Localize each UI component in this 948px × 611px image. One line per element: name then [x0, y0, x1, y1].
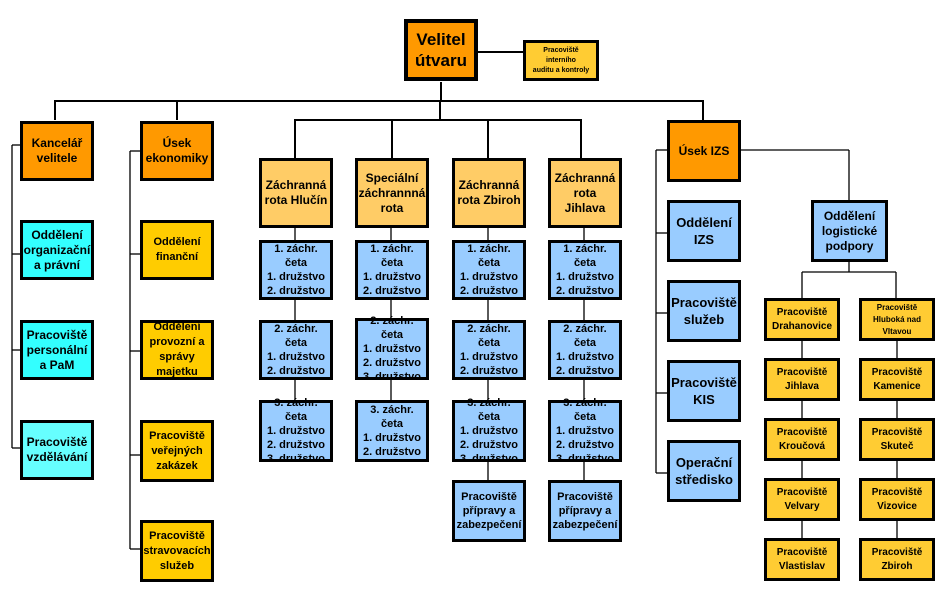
node-zbiroh-ceta-2: 2. záchr. četa 1. družstvo 2. družstvo	[452, 320, 526, 380]
node-pracoviste-kamenice: Pracoviště Kamenice	[859, 358, 935, 401]
node-pracoviste-drahanovice: Pracoviště Drahanovice	[764, 298, 840, 341]
node-oddeleni-provozni: Oddělení provozní a správy majetku	[140, 320, 214, 380]
node-rota-jihlava: Záchranná rota Jihlava	[548, 158, 622, 228]
node-jihlava-ceta-2: 2. záchr. četa 1. družstvo 2. družstvo	[548, 320, 622, 380]
node-pracoviste-vlastislav: Pracoviště Vlastislav	[764, 538, 840, 581]
node-jihlava-ceta-1: 1. záchr. četa 1. družstvo 2. družstvo	[548, 240, 622, 300]
node-usek-ekonomiky: Úsek ekonomiky	[140, 121, 214, 181]
node-pracoviste-kis: Pracoviště KIS	[667, 360, 741, 422]
node-oddeleni-financni: Oddělení finanční	[140, 220, 214, 280]
node-zbiroh-pracoviste-pripravy: Pracoviště přípravy a zabezpečení	[452, 480, 526, 542]
node-pracoviste-skutec: Pracoviště Skuteč	[859, 418, 935, 461]
node-pracoviste-vizovice: Pracoviště Vizovice	[859, 478, 935, 521]
node-pracoviste-vzdelavani: Pracoviště vzdělávání	[20, 420, 94, 480]
node-jihlava-ceta-3: 3. záchr. četa 1. družstvo 2. družstvo 3…	[548, 397, 622, 465]
node-pracoviste-hluboka: Pracoviště Hluboká nad Vltavou	[859, 298, 935, 341]
node-hlucin-ceta-1: 1. záchr. četa 1. družstvo 2. družstvo	[259, 240, 333, 300]
node-jihlava-pracoviste-pripravy: Pracoviště přípravy a zabezpečení	[548, 480, 622, 542]
node-audit: Pracoviště interního auditu a kontroly	[523, 40, 599, 81]
node-kancelar-velitele: Kancelář velitele	[20, 121, 94, 181]
node-specialni-ceta-1: 1. záchr. četa 1. družstvo 2. družstvo	[355, 240, 429, 300]
node-velitel-utvaru: Velitel útvaru	[404, 19, 478, 81]
node-pracoviste-sluzeb: Pracoviště služeb	[667, 280, 741, 342]
node-pracoviste-velvary: Pracoviště Velvary	[764, 478, 840, 521]
node-specialni-rota: Speciální záchrannná rota	[355, 158, 429, 228]
node-zbiroh-ceta-3: 3. záchr. četa 1. družstvo 2. družstvo 3…	[452, 397, 526, 465]
node-pracoviste-jihlava: Pracoviště Jihlava	[764, 358, 840, 401]
node-operacni-stredisko: Operační středisko	[667, 440, 741, 502]
node-oddeleni-izs: Oddělení IZS	[667, 200, 741, 262]
node-specialni-ceta-3: 3. záchr. četa 1. družstvo 2. družstvo	[355, 400, 429, 462]
node-usek-izs: Úsek IZS	[667, 120, 741, 182]
node-oddeleni-logisticke-podpory: Oddělení logistické podpory	[811, 200, 888, 262]
node-pracoviste-zbiroh: Pracoviště Zbiroh	[859, 538, 935, 581]
node-hlucin-ceta-3: 3. záchr. četa 1. družstvo 2. družstvo 3…	[259, 397, 333, 465]
node-pracoviste-kroucova: Pracoviště Kroučová	[764, 418, 840, 461]
node-pracoviste-stravovacich: Pracoviště stravovacích služeb	[140, 520, 214, 582]
node-zbiroh-ceta-1: 1. záchr. četa 1. družstvo 2. družstvo	[452, 240, 526, 300]
node-rota-hlucin: Záchranná rota Hlučín	[259, 158, 333, 228]
node-pracoviste-verejnych-zakazek: Pracoviště veřejných zakázek	[140, 420, 214, 482]
node-pracoviste-personalni: Pracoviště personální a PaM	[20, 320, 94, 380]
node-rota-zbiroh: Záchranná rota Zbiroh	[452, 158, 526, 228]
node-hlucin-ceta-2: 2. záchr. četa 1. družstvo 2. družstvo	[259, 320, 333, 380]
node-oddeleni-organizacni: Oddělení organizační a právní	[20, 220, 94, 280]
node-specialni-ceta-2: 2. záchr. četa 1. družstvo 2. družstvo 3…	[355, 315, 429, 383]
